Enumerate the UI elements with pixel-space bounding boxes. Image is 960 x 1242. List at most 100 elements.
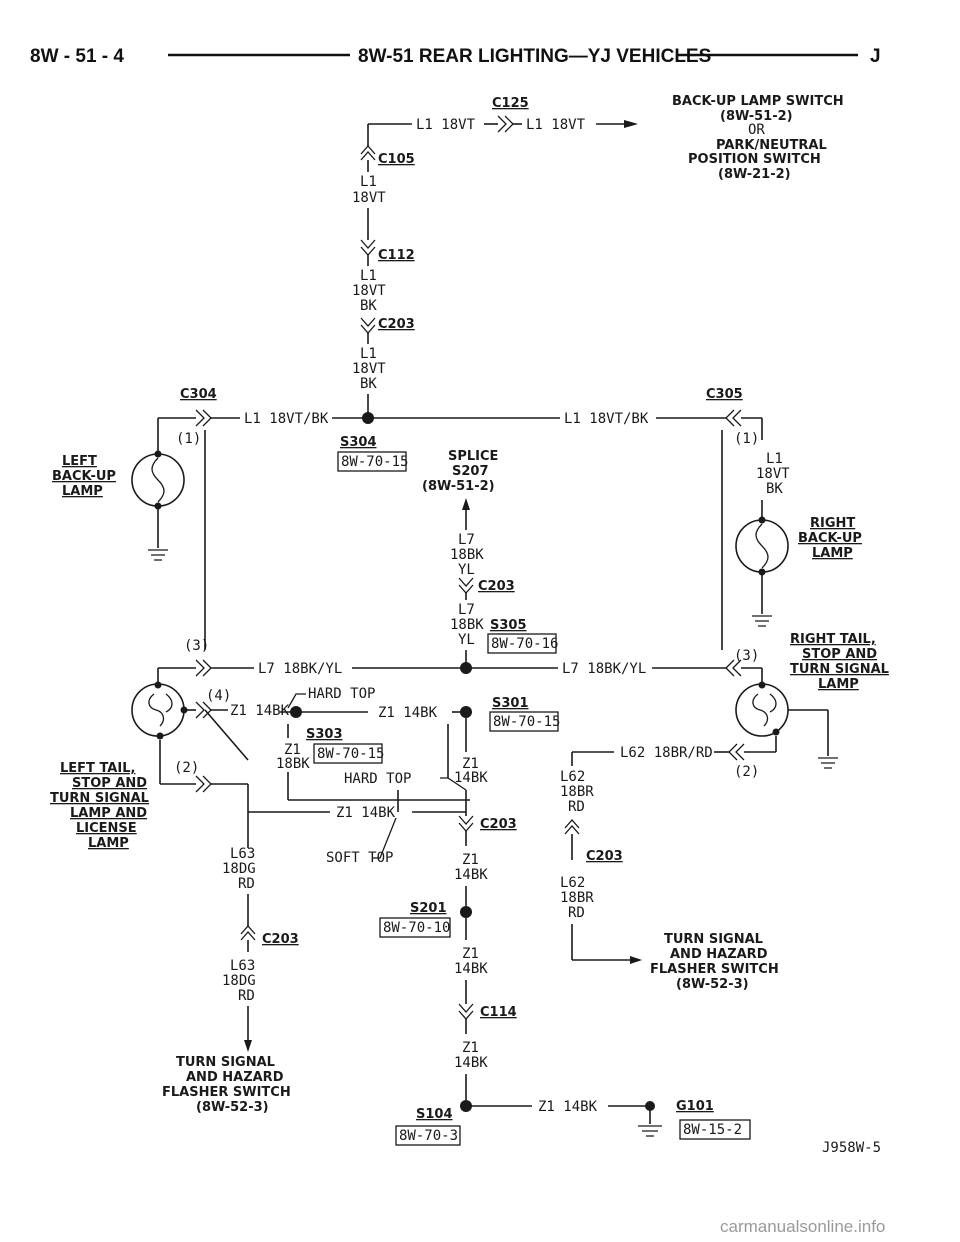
component-line: TURN SIGNAL [790, 662, 889, 677]
connector-c114-symbol [458, 1003, 474, 1020]
connector-c203-label: C203 [262, 932, 299, 947]
component-line: POSITION SWITCH [688, 152, 821, 167]
connector-c203-label: C203 [378, 317, 415, 332]
left-tail-lamp: (4) Z1 14BK (2) LEFT TAIL, STOP AND TURN… [50, 681, 290, 851]
ref-8w-70-15-b: 8W-70-15 [493, 714, 560, 730]
wire-label-z1: Z1 [462, 756, 479, 772]
wire-label-hard-top: HARD TOP [344, 771, 411, 787]
page-number: 8W - 51 - 4 [30, 46, 124, 67]
right-backup-lamp: (1) L1 18VT BK RIGHT BACK-UP LAMP [721, 430, 862, 650]
wire-segment [287, 693, 306, 709]
l1-bus: C304 C305 L1 18VT/BK L1 18VT/BK S304 8W-… [158, 387, 763, 472]
ref-box [337, 451, 407, 472]
splice-s301-dot [460, 706, 472, 718]
wire-label-18vt: 18VT [352, 361, 386, 377]
component-line: BACK-UP [798, 531, 862, 546]
connector-c304-symbol [195, 701, 212, 719]
splice-s304-label: S304 [340, 435, 377, 450]
component-line: (8W-52-3) [196, 1100, 269, 1115]
pin-label: (1) [734, 431, 759, 447]
top-feed-section: C125 L1 18VT L1 18VT C105 L1 18VT [352, 96, 638, 206]
pin-label: (3) [734, 648, 759, 664]
ground-icon [818, 757, 838, 769]
component-line: LEFT [62, 454, 97, 469]
page-title: 8W-51 REAR LIGHTING—YJ VEHICLES [358, 46, 711, 67]
wire-label-18dg: 18DG [222, 973, 256, 989]
ref-8w-70-3: 8W-70-3 [399, 1128, 458, 1144]
component-line: BACK-UP [52, 469, 116, 484]
wire-label-18vt: 18VT [352, 190, 386, 206]
wire-label-18dg: 18DG [222, 861, 256, 877]
connector-c305-symbol [725, 409, 742, 427]
splice-s305-label: S305 [490, 618, 527, 633]
wire-label-l1-18vt-bk-left: L1 18VT/BK [244, 411, 329, 427]
l63-run: L63 18DG RD C203 L63 18DG RD TURN SIGNAL… [162, 846, 299, 1115]
connector-c203-label: C203 [480, 817, 517, 832]
splice-s305-dot [460, 662, 472, 674]
pin-label: (2) [174, 760, 199, 776]
lamp-terminal [758, 516, 766, 524]
connector-c105-label: C105 [378, 152, 415, 167]
wire-label-l1-18vt-a: L1 18VT [416, 117, 476, 133]
component-line: OR [748, 122, 765, 138]
wire-label-bk: BK [766, 481, 783, 497]
arrow-up-icon [462, 498, 470, 510]
lamp-terminal [154, 681, 162, 689]
arrow-right-icon [630, 956, 642, 964]
splice-s104-label: S104 [416, 1107, 453, 1122]
ref-box [489, 711, 559, 732]
connector-c203-symbol [458, 815, 474, 832]
wire-label-yl: YL [458, 632, 475, 648]
ref-box [313, 743, 383, 764]
connector-c112-symbol [360, 239, 376, 256]
connector-c105-symbol [360, 145, 376, 161]
component-line: FLASHER SWITCH [162, 1085, 291, 1100]
lamp-terminal [772, 728, 780, 736]
backup-lamp-switch-label: BACK-UP LAMP SWITCH (8W-51-2) OR PARK/NE… [672, 94, 844, 182]
connector-c304-symbol [195, 775, 212, 793]
wire-label-l1: L1 [360, 268, 377, 284]
watermark-text: carmanualsonline.info [720, 1217, 885, 1236]
pin-label: (3) [184, 638, 209, 654]
wire-label-l1-18vt-b: L1 18VT [526, 117, 586, 133]
connector-c304-symbol [195, 659, 212, 677]
l1-vertical-run: C112 L1 18VT BK C203 L1 18VT BK [352, 208, 415, 418]
component-line: (8W-51-2) [720, 109, 793, 124]
ref-box [379, 917, 451, 938]
wire-label-z1-14bk: Z1 14BK [230, 703, 290, 719]
ground-icon [148, 549, 168, 561]
wire-label-l62-18br-rd: L62 18BR/RD [620, 745, 713, 761]
splice-s303-dot [290, 706, 302, 718]
connector-c305-symbol [728, 743, 745, 761]
filament-icon [752, 693, 769, 727]
connector-c125-label: C125 [492, 96, 529, 111]
l7-vertical-run: L7 18BK YL C203 L7 18BK YL S305 8W-70-16 [450, 532, 558, 668]
component-line: (8W-21-2) [718, 167, 791, 182]
filament-icon [151, 457, 165, 503]
splice-s304-dot [362, 412, 374, 424]
wire-label-l1-18vt-bk-right: L1 18VT/BK [564, 411, 649, 427]
component-line: TURN SIGNAL [176, 1055, 275, 1070]
wire-label-18br: 18BR [560, 784, 594, 800]
wire-label-14bk: 14BK [454, 961, 488, 977]
ref-8w-15-2: 8W-15-2 [683, 1122, 742, 1138]
wire-label-z1: Z1 [462, 946, 479, 962]
wire-label-rd: RD [238, 988, 255, 1004]
ref-box [395, 1125, 461, 1146]
component-line: RIGHT [810, 516, 855, 531]
component-line: TURN SIGNAL [50, 791, 149, 806]
connector-c203-label: C203 [586, 849, 623, 864]
wire-label-l63: L63 [230, 846, 255, 862]
component-line: LAMP [812, 546, 853, 561]
component-line: TURN SIGNAL [664, 932, 763, 947]
z1-ground-network: HARD TOP Z1 14BK S301 8W-70-15 S303 Z1 1… [248, 686, 751, 1146]
connector-c203-symbol [360, 317, 376, 334]
lamp-terminal [156, 732, 164, 740]
wire-label-rd: RD [568, 799, 585, 815]
wire-label-18bk: 18BK [450, 547, 484, 563]
connector-c203-symbol [458, 577, 474, 594]
wire-label-18bk: 18BK [450, 617, 484, 633]
connector-c304-symbol [195, 409, 212, 427]
right-tail-lamp: (2) RIGHT TAIL, STOP AND TURN SIGNAL LAM… [728, 632, 889, 780]
